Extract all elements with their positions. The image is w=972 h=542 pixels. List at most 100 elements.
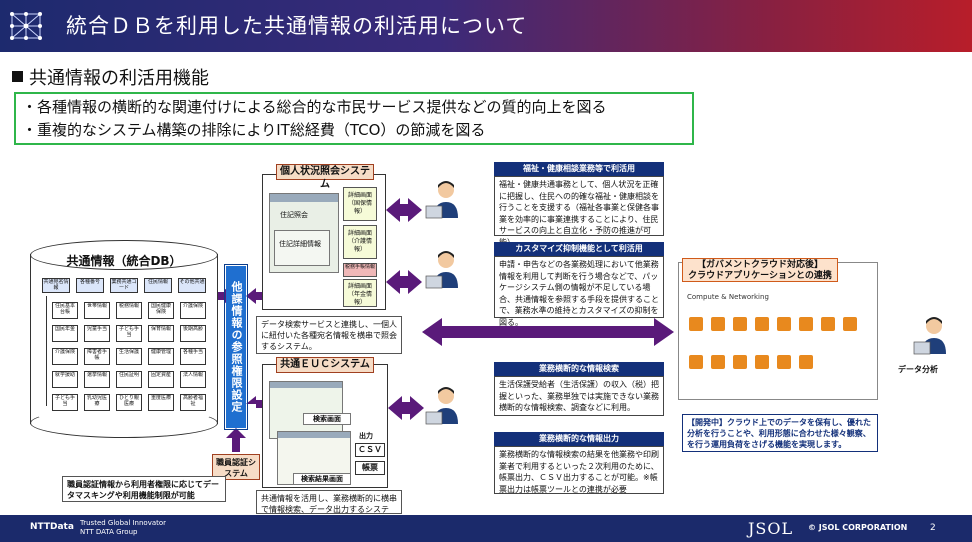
db-table-cell: 介護保険 [180,302,206,319]
db-table-cell: 児童手当 [84,325,110,342]
title-bar: 統合ＤＢを利用した共通情報の利活用について [0,0,972,52]
db-table-cell: 介護保険 [52,348,78,365]
person-at-pc-icon [425,181,458,219]
cloud-service-icon [733,355,747,369]
access-permission-bar: 他課情報の参照権限設定 [226,266,246,428]
euc-system-label: 共通ＥＵＣシステム [276,357,374,373]
cloud-service-icon [799,317,813,331]
db-table-cell: 税務情報 [116,302,142,319]
db-table-cell: ひとり親医療 [116,394,142,411]
db-table-cell: 各種手当 [180,348,206,365]
search-screen-label: 検索画面 [303,413,351,425]
network-logo-icon [10,12,42,40]
personal-system-label: 個人状況照会システム [276,164,374,190]
section-title: 共通情報の利活用機能 [12,64,209,90]
cloud-heading-line: 【ガバメントクラウド対応後】 [696,260,823,270]
screen-titlebar [270,194,338,202]
screen-label: 住記照会 [280,211,308,219]
db-table-cell: 就学援助 [52,371,78,388]
person-at-pc-icon [425,387,458,425]
double-arrow-icon [386,198,422,222]
goal-box: ・各種情報の横断的な関連付けによる総合的な市民サービス提供などの質的向上を図る … [14,92,694,145]
db-table-cell: 固定資産 [148,371,174,388]
section-title-text: 共通情報の利活用機能 [29,68,209,89]
search-screen-thumbnail [269,381,343,439]
panel-body: 福祉・健康共通事務として、個人状況を正確に把握し、住民への的確な福祉・健康相談を… [494,176,664,247]
db-table-cell: 住民証明 [116,371,142,388]
personal-system-box: 住記照会 住記詳細情報 詳細画面（国保情報） 詳細画面（介護情報） 税務手帳情報… [262,174,386,310]
cloud-service-icon [689,317,703,331]
copyright: © JSOL CORPORATION [808,523,908,532]
cloud-service-icon [733,317,747,331]
detail-screen-button[interactable]: 詳細画面（国保情報） [343,187,377,221]
db-header-cell: 共通宛名情報 [42,278,70,293]
long-double-arrow-icon [422,318,674,346]
db-bottom [30,408,218,438]
auth-system-label: 職員認証システム [212,454,260,480]
access-bar-frame [224,264,248,430]
form-output-button[interactable]: 帳票 [355,461,385,475]
panel-heading: 福祉・健康相談業務等で利活用 [494,162,664,176]
goal-item: ・重複的なシステム構築の排除によりIT総経費（TCO）の節減を図る [22,121,486,139]
cloud-service-icon [711,317,725,331]
db-connector-line [46,296,47,406]
output-label: 出力 [359,432,373,440]
footer-bar: NTTData Trusted Global Innovator NTT DAT… [0,515,972,542]
jsol-logo: JSOL [748,519,794,538]
goal-item: ・各種情報の横断的な関連付けによる総合的な市民サービス提供などの質的向上を図る [22,98,607,116]
square-bullet-icon [12,71,23,82]
auth-note: 職員認証情報から利用者権限に応じてデータマスキングや利用機能制限が可能 [62,476,226,502]
cloud-dev-note: 【開発中】クラウド上でのデータを保有し、優れた分析を行うことや、利用形態に合わせ… [682,414,878,452]
data-analysis-label: データ分析 [898,365,938,374]
panel-heading: カスタマイズ抑制機能として利活用 [494,242,664,256]
ntt-data-logo: NTTData [30,522,74,532]
person-at-pc-icon [425,251,458,289]
detail-screen-button[interactable]: 詳細画面（年金情報） [343,279,377,307]
cloud-heading-line: クラウドアプリケーションとの連携 [688,271,832,281]
db-table-cell: 高齢者福祉 [180,394,206,411]
cloud-service-icon [821,317,835,331]
cloud-service-icon [755,317,769,331]
db-table-cell: 生活保護 [116,348,142,365]
tagline: Trusted Global Innovator NTT DATA Group [80,519,166,537]
tagline-line: Trusted Global Innovator [80,519,167,527]
page-title: 統合ＤＢを利用した共通情報の利活用について [66,14,528,38]
panel-body: 生活保護受給者（生活保護）の収入（税）把握といった、業務単独では実施できない業務… [494,376,664,416]
detail-screen-button[interactable]: 詳細画面（介護情報） [343,225,377,259]
db-table-cell: 子ども手当 [52,394,78,411]
screen-titlebar [270,382,342,388]
panel-body: 申請・申告などの各業務処理において他業務情報を利用して判断を行う場合などで、パッ… [494,256,664,327]
tagline-line: NTT DATA Group [80,528,138,536]
db-table-cell: 国民健康保険 [148,302,174,319]
personal-note: データ検索サービスと連携し、一個人に紐付いた各種宛名情報を横串で照会するシステム… [256,316,402,354]
double-arrow-icon [386,270,422,294]
panel-heading: 業務横断的な情報検索 [494,362,664,376]
db-table-cell: 選挙情報 [84,371,110,388]
cloud-service-icon [755,355,769,369]
db-top [30,240,218,270]
cloud-heading: 【ガバメントクラウド対応後】 クラウドアプリケーションとの連携 [682,258,838,282]
db-table-cell: 重度医療 [148,394,174,411]
db-table-cell: 法人情報 [180,371,206,388]
cloud-screen-title: Compute & Networking [687,293,769,301]
db-table-cell: 国民年金 [52,325,78,342]
db-table-cell: 保育情報 [148,325,174,342]
db-table-grid: 共通宛名情報各種番号業務共通コード住民情報その他共通住民基本台帳世帯情報税務情報… [38,278,210,418]
cloud-service-icon [711,355,725,369]
up-arrow-icon [226,428,246,452]
cloud-service-icon [843,317,857,331]
tax-info-button[interactable]: 税務手帳情報 [343,263,377,277]
cloud-service-icon [689,355,703,369]
db-table-cell: 世帯情報 [84,302,110,319]
db-title: 共通情報（統合DB） [66,254,182,268]
db-header-cell: 住民情報 [144,278,172,293]
db-header-cell: 業務共通コード [110,278,138,293]
cloud-service-icon [799,355,813,369]
screen-titlebar [278,432,350,438]
csv-output-button[interactable]: ＣＳＶ [355,443,385,457]
cloud-service-icon [777,355,791,369]
result-screen-label: 検索結果画面 [293,473,351,485]
screen-thumbnail: 住記照会 住記詳細情報 [269,193,339,273]
euc-note: 共通情報を活用し、業務横断的に横串で情報検索、データ出力するシステム。 [256,490,402,525]
panel-heading: 業務横断的な情報出力 [494,432,664,446]
